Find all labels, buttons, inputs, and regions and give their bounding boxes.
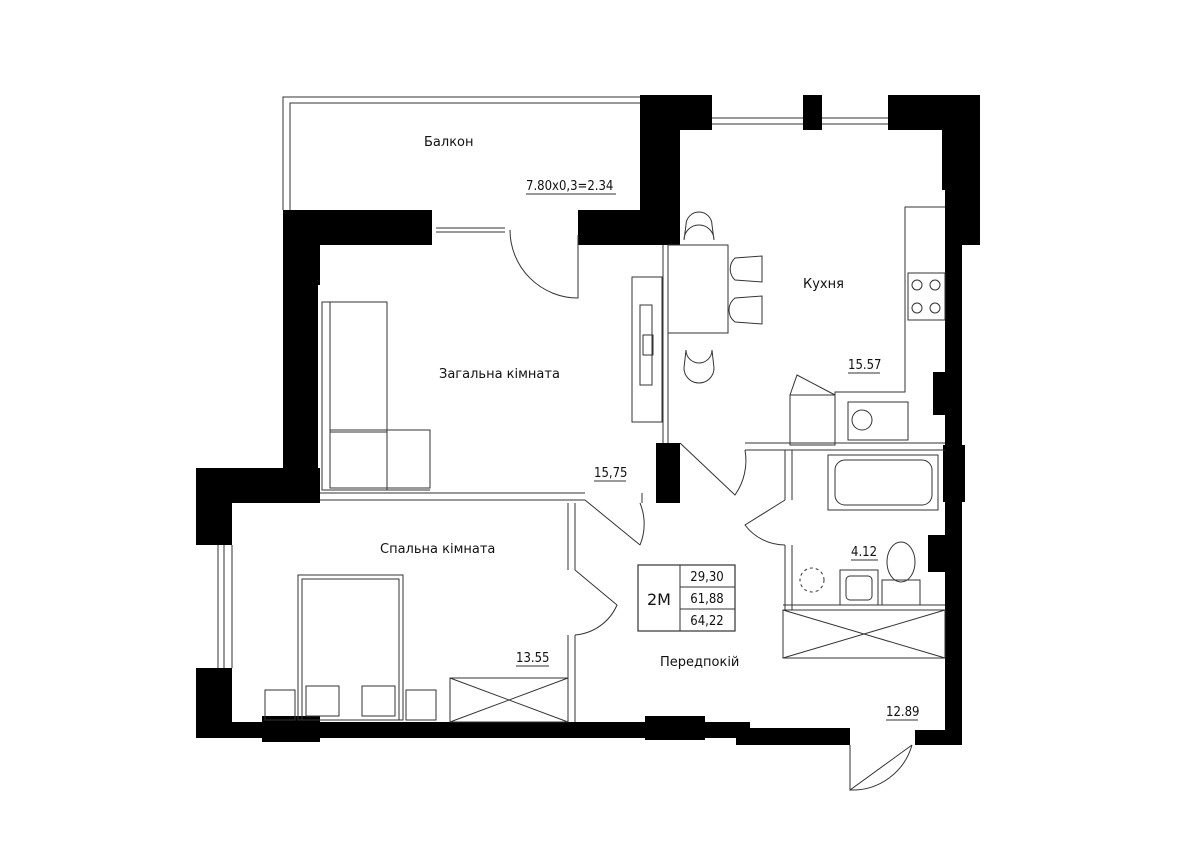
balcony-railing: [282, 96, 640, 210]
bedroom-name: Спальна кімната: [380, 542, 495, 557]
wardrobe-bedroom: [449, 677, 569, 723]
kitchen-counter: [789, 206, 946, 446]
living-area-total: 29,30: [690, 570, 723, 585]
total-area-with-balcony: 64,22: [690, 614, 723, 629]
balcony-name: Балкон: [424, 135, 474, 150]
apartment-summary: 2М 29,30 61,88 64,22: [637, 564, 736, 632]
kitchen-area: 15.57: [848, 358, 881, 373]
hall-name: Передпокій: [660, 655, 739, 670]
apartment-type: 2М: [647, 590, 671, 609]
hall-area: 12.89: [886, 705, 919, 720]
bathroom-fixtures: [799, 454, 939, 606]
dining-table: [667, 211, 763, 384]
total-area: 61,88: [690, 592, 723, 607]
kitchen-name: Кухня: [803, 277, 844, 292]
bedroom-area: 13.55: [516, 651, 549, 666]
doors: [509, 229, 913, 791]
tv-unit: [631, 276, 663, 423]
wardrobe-hall: [782, 609, 946, 659]
living-room-area: 15,75: [594, 466, 627, 481]
bathroom-area: 4.12: [851, 545, 877, 560]
sofa: [321, 301, 431, 491]
balcony-area: 7.80x0,3=2.34: [526, 179, 613, 194]
living-room-name: Загальна кімната: [439, 367, 560, 382]
bed: [264, 574, 437, 721]
windows: [217, 117, 888, 668]
walls: [196, 95, 980, 745]
